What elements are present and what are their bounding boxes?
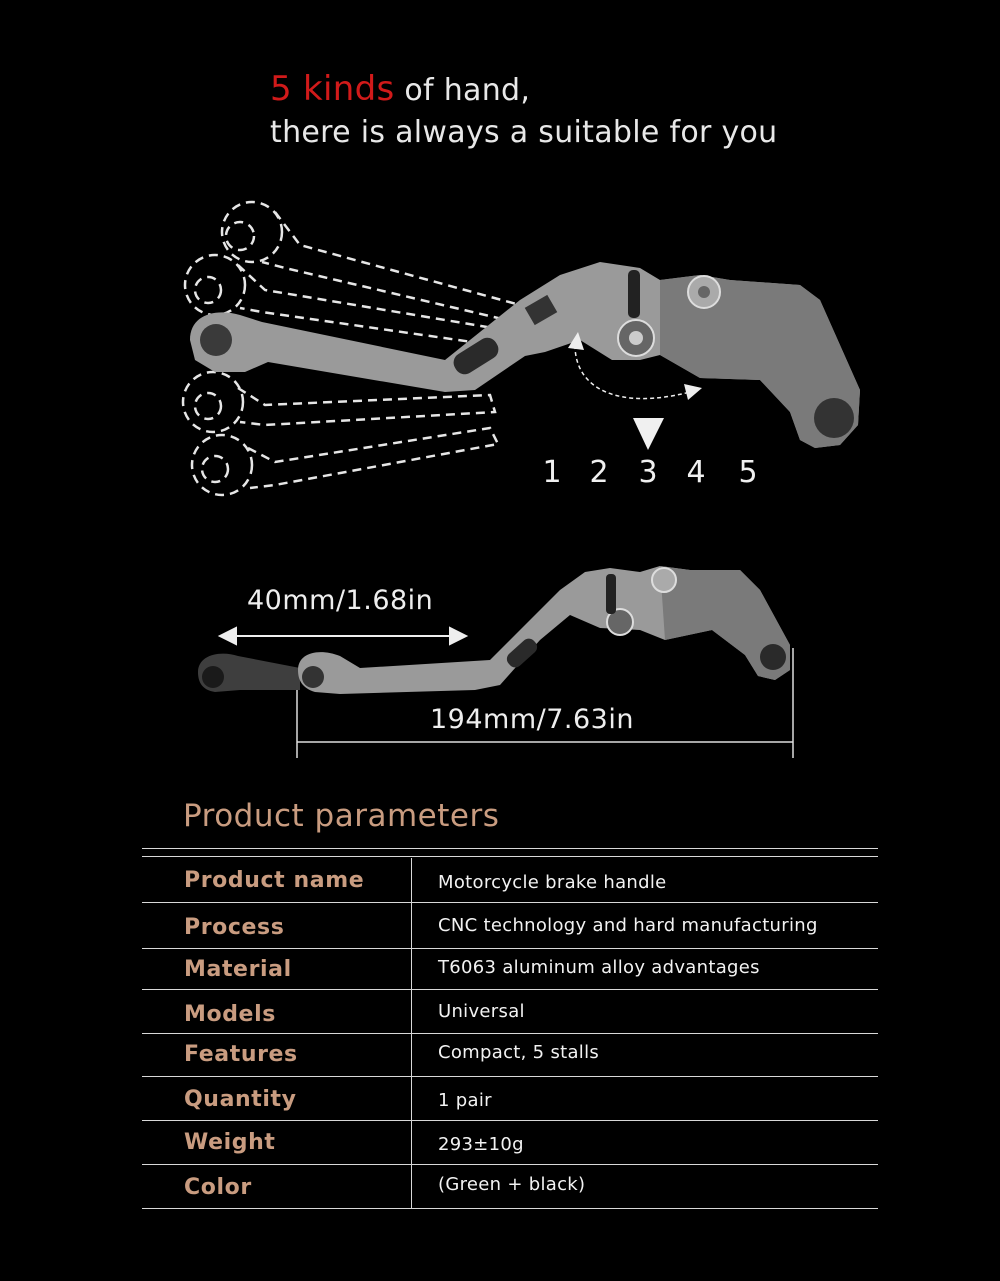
- dashed-lever-position-4: [181, 370, 497, 434]
- param-value-models: Universal: [438, 1001, 525, 1022]
- headline-line-2: there is always a suitable for you: [270, 115, 778, 150]
- param-value-process: CNC technology and hard manufacturing: [438, 915, 818, 936]
- param-key-quantity: Quantity: [184, 1087, 297, 1112]
- param-value-product-name: Motorcycle brake handle: [438, 872, 667, 893]
- headline: 5 kinds of hand, there is always a suita…: [270, 68, 778, 154]
- extension-dimension-label: 40mm/1.68in: [247, 585, 434, 616]
- table-bottom-rule: [142, 1208, 878, 1209]
- position-label-3: 3: [638, 455, 658, 490]
- param-key-features: Features: [184, 1042, 298, 1067]
- headline-line-1-rest: of hand,: [394, 73, 531, 108]
- param-value-color: (Green + black): [438, 1174, 586, 1195]
- table-row-rule: [142, 989, 878, 990]
- table-row-rule: [142, 1076, 878, 1077]
- param-value-features: Compact, 5 stalls: [438, 1042, 600, 1063]
- table-row-rule: [142, 1120, 878, 1121]
- position-label-1: 1: [542, 455, 562, 490]
- extension-dimension-arrow: [217, 626, 469, 646]
- arc-arrow-head-right: [684, 384, 702, 400]
- position-label-2: 2: [589, 455, 609, 490]
- table-top-rule: [142, 848, 878, 849]
- position-label-5: 5: [738, 455, 758, 490]
- position-label-4: 4: [686, 455, 706, 490]
- param-key-process: Process: [184, 915, 285, 940]
- compact-lever: [298, 566, 790, 694]
- dashed-lever-position-1: [220, 200, 522, 324]
- headline-accent: 5 kinds: [270, 69, 395, 109]
- length-dimension-label: 194mm/7.63in: [430, 704, 634, 735]
- extended-lever-shadow: [198, 653, 300, 692]
- param-key-weight: Weight: [184, 1130, 276, 1155]
- length-dimension-lines: [296, 648, 794, 758]
- table-row-rule: [142, 902, 878, 903]
- param-value-quantity: 1 pair: [438, 1090, 492, 1111]
- table-row-rule: [142, 1164, 878, 1165]
- headline-line-1: 5 kinds of hand,: [270, 68, 778, 112]
- table-row-rule: [142, 948, 878, 949]
- param-key-models: Models: [184, 1002, 276, 1027]
- param-value-material: T6063 aluminum alloy advantages: [438, 957, 760, 978]
- lever-illustration: [181, 200, 860, 758]
- arc-arrow-head-up: [568, 332, 584, 350]
- table-row-rule: [142, 1033, 878, 1034]
- main-lever-position-3: [190, 262, 860, 448]
- param-value-weight: 293±10g: [438, 1134, 524, 1155]
- adjust-arc-arrow: [574, 344, 691, 400]
- product-parameters-title: Product parameters: [183, 798, 500, 834]
- table-top-rule-inner: [142, 856, 878, 857]
- param-key-color: Color: [184, 1175, 252, 1200]
- pointer-triangle: [633, 418, 664, 450]
- dashed-lever-position-5: [190, 426, 500, 497]
- param-key-material: Material: [184, 957, 292, 982]
- param-key-product-name: Product name: [184, 868, 365, 893]
